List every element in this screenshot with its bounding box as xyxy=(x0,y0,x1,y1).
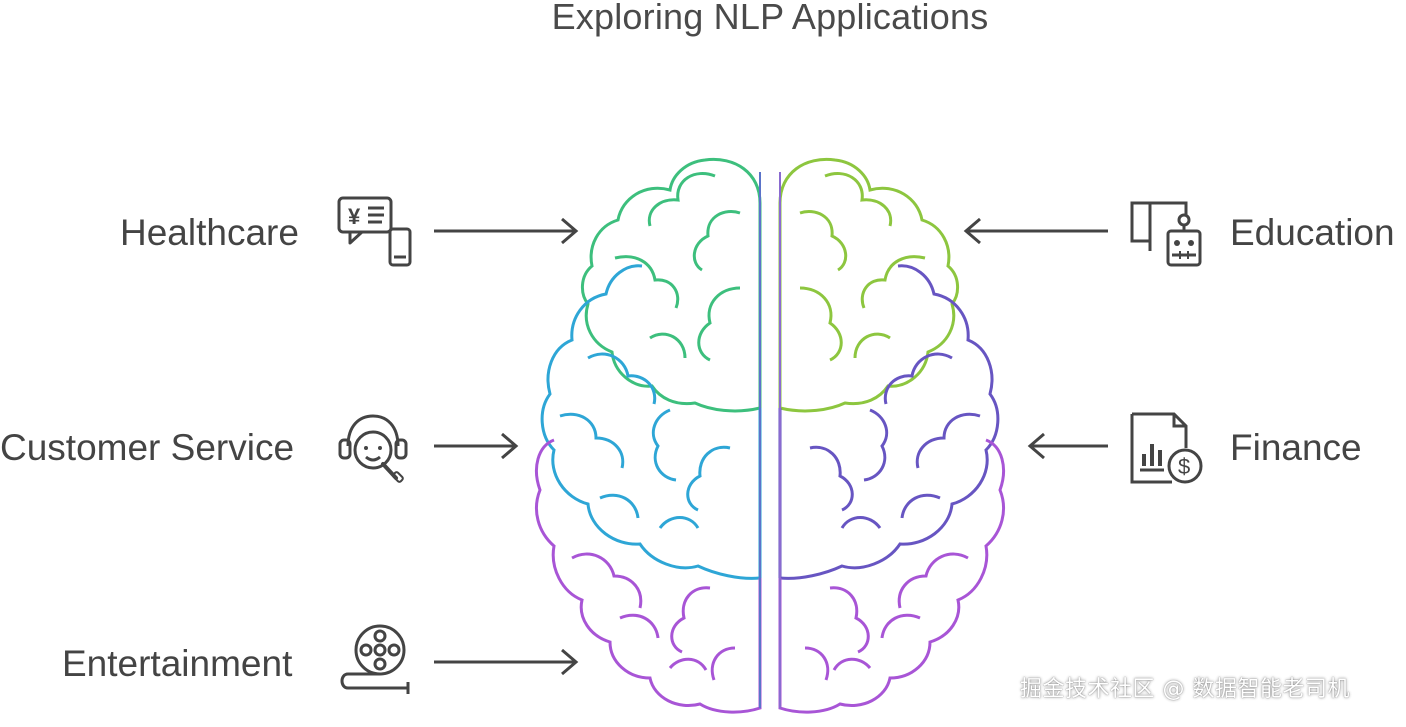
arrow-customer-service xyxy=(434,431,520,461)
brain-illustration xyxy=(510,148,1030,722)
label-education: Education xyxy=(1230,212,1395,253)
chat-currency-phone-icon: ¥ xyxy=(334,193,412,271)
arrow-finance xyxy=(1026,431,1108,461)
watermark-text: 掘金技术社区 @ 数据智能老司机 xyxy=(1020,677,1350,702)
brain-lobe-right-bottom xyxy=(778,438,1005,714)
label-entertainment: Entertainment xyxy=(62,643,293,684)
brain-lobe-left-mid xyxy=(540,264,762,580)
arrow-healthcare xyxy=(434,216,580,246)
brain-lobe-right-mid xyxy=(778,264,1000,580)
diagram-title: Exploring NLP Applications xyxy=(551,0,989,37)
arrow-education xyxy=(962,216,1108,246)
label-healthcare: Healthcare xyxy=(120,212,299,253)
book-robot-icon xyxy=(1126,193,1204,271)
label-customer-service: Customer Service xyxy=(0,427,295,468)
svg-text:$: $ xyxy=(1178,454,1190,479)
label-finance: Finance xyxy=(1230,427,1362,468)
brain-lobe-left-bottom xyxy=(535,438,762,714)
document-dollar-icon: $ xyxy=(1126,408,1204,486)
svg-text:¥: ¥ xyxy=(348,204,361,229)
arrow-entertainment xyxy=(434,647,580,677)
brain-lobe-right-top xyxy=(778,157,959,413)
headset-agent-icon xyxy=(334,408,412,486)
film-reel-icon xyxy=(334,622,412,700)
brain-lobe-left-top xyxy=(581,157,762,413)
